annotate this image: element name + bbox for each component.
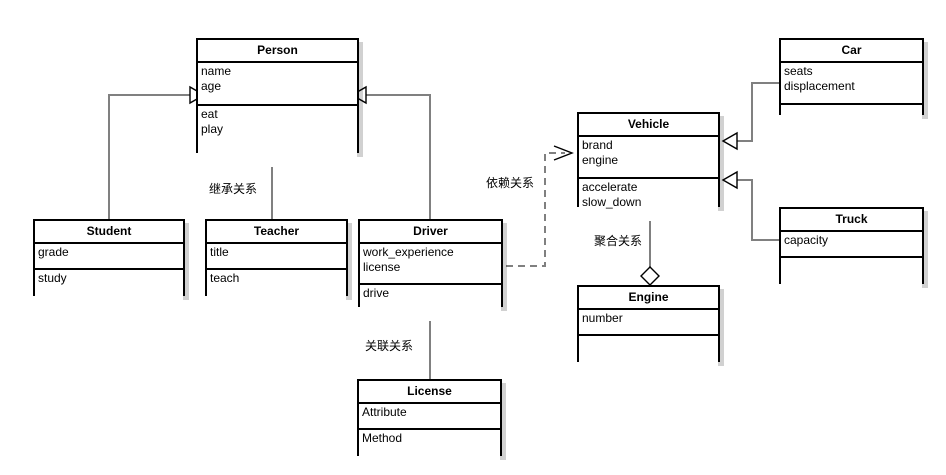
hollow-triangle-arrowhead (721, 131, 738, 151)
edge-truck-vehicle (721, 170, 779, 241)
attribute-row: capacity (784, 233, 829, 247)
label-association: 关联关系 (365, 339, 414, 353)
method-row: slow_down (582, 195, 642, 209)
method-row: accelerate (582, 180, 638, 194)
class-title: Person (198, 40, 357, 63)
edge-driver-vehicle (506, 145, 574, 267)
open-arrowhead (553, 145, 574, 161)
attribute-row: displacement (784, 79, 855, 93)
class-title: Engine (579, 287, 718, 310)
class-box-truck[interactable]: Truck capacity (779, 207, 924, 298)
class-attributes: number (579, 310, 718, 336)
edge-driver-person (350, 85, 431, 219)
label-dependency: 依赖关系 (486, 176, 535, 190)
class-methods: study (35, 270, 183, 310)
class-box-engine[interactable]: Engine number (577, 285, 720, 376)
label-inheritance: 继承关系 (209, 182, 258, 196)
class-attributes: title (207, 244, 346, 270)
hollow-diamond-arrowhead (640, 266, 660, 286)
class-title: Vehicle (579, 114, 718, 137)
edge-car-vehicle (721, 82, 779, 151)
class-box-teacher[interactable]: Teacher title teach (205, 219, 348, 310)
attribute-row: seats (784, 64, 813, 78)
class-methods (579, 336, 718, 376)
method-row: teach (210, 271, 240, 285)
edge-student-person (108, 85, 206, 219)
attribute-row: Attribute (362, 405, 407, 419)
attribute-row: engine (582, 153, 619, 167)
attribute-row: title (210, 245, 229, 259)
class-methods: drive (360, 285, 501, 321)
class-title: Car (781, 40, 922, 63)
class-methods (781, 105, 922, 129)
label-aggregation: 聚合关系 (594, 234, 643, 248)
class-title: Teacher (207, 221, 346, 244)
class-box-license[interactable]: License Attribute Method (357, 379, 502, 470)
method-row: play (201, 122, 224, 136)
attribute-row: license (363, 260, 401, 274)
class-title: Truck (781, 209, 922, 232)
attribute-row: number (582, 311, 623, 325)
class-box-student[interactable]: Student grade study (33, 219, 185, 310)
class-attributes: capacity (781, 232, 922, 258)
class-methods: Method (359, 430, 500, 470)
method-row: drive (363, 286, 390, 300)
attribute-row: brand (582, 138, 613, 152)
class-methods: teach (207, 270, 346, 310)
method-row: eat (201, 107, 218, 121)
method-row: study (38, 271, 67, 285)
class-title: Driver (360, 221, 501, 244)
class-title: Student (35, 221, 183, 244)
hollow-triangle-arrowhead (721, 170, 738, 190)
class-attributes: grade (35, 244, 183, 270)
class-title: License (359, 381, 500, 404)
attribute-row: work_experience (363, 245, 454, 259)
attribute-row: age (201, 79, 222, 93)
class-attributes: Attribute (359, 404, 500, 430)
class-methods (781, 258, 922, 298)
method-row: Method (362, 431, 403, 445)
attribute-row: name (201, 64, 232, 78)
attribute-row: grade (38, 245, 69, 259)
